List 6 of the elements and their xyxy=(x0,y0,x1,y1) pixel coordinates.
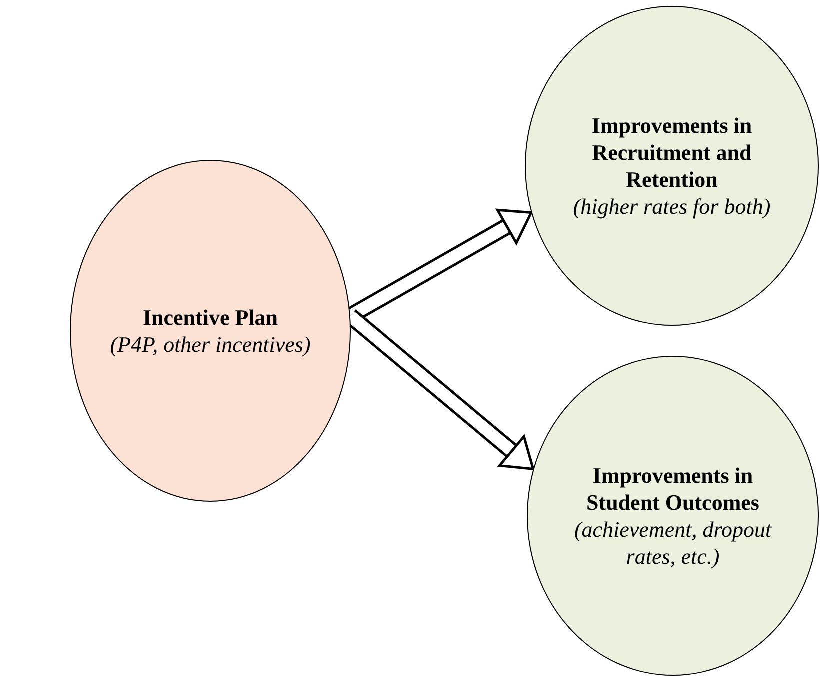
node-subtitle: (P4P, other incentives) xyxy=(110,331,311,358)
node-title: Incentive Plan xyxy=(142,304,278,331)
node-title: Improvements in Recruitment and Retention xyxy=(590,112,754,193)
node-title: Improvements in Student Outcomes xyxy=(586,462,760,516)
node-subtitle: (achievement, dropout rates, etc.) xyxy=(573,516,773,570)
node-subtitle: (higher rates for both) xyxy=(573,193,771,220)
